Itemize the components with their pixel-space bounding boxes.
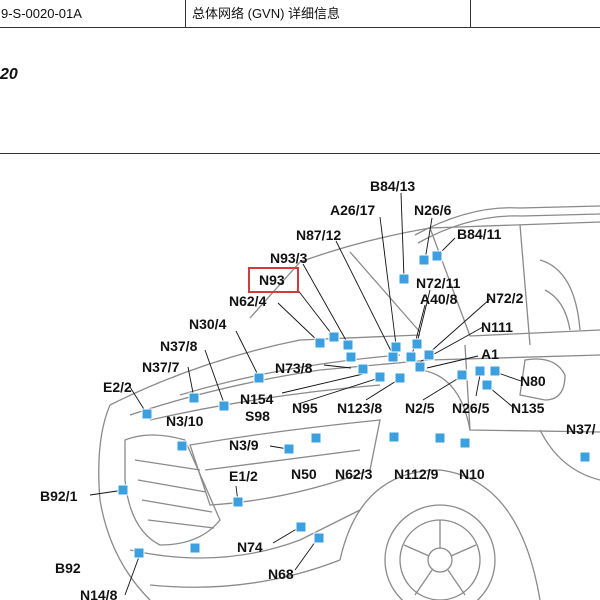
marker-n26-6 — [418, 254, 430, 266]
marker-n3-10 — [176, 440, 188, 452]
marker-n87-12 — [387, 351, 399, 363]
marker-n50 — [310, 432, 322, 444]
marker-n62-3 — [388, 431, 400, 443]
marker-n93-3 — [342, 339, 354, 351]
marker-n111 — [414, 361, 426, 373]
label-n135: N135 — [511, 400, 545, 416]
section-divider — [0, 153, 600, 154]
marker-n93 — [328, 331, 340, 343]
label-n62-4: N62/4 — [229, 293, 267, 309]
marker-n74 — [295, 521, 307, 533]
marker-a1 — [474, 365, 486, 377]
marker-n62-4 — [314, 337, 326, 349]
marker-n123-8 — [394, 372, 406, 384]
document-code: 9-S-0020-01A — [1, 6, 82, 21]
label-n80: N80 — [520, 373, 546, 389]
label-n37-8: N37/8 — [160, 338, 198, 354]
marker-e2-2 — [141, 408, 153, 420]
callout-labels: B84/13 A26/17 N26/6 B84/11 N87/12 N93/3 … — [40, 178, 596, 600]
document-header: 9-S-0020-01A 总体网络 (GVN) 详细信息 — [0, 0, 600, 28]
label-n154: N154 — [240, 391, 274, 407]
label-n72-2: N72/2 — [486, 290, 524, 306]
label-n37-7: N37/7 — [142, 359, 180, 375]
marker-n26-5 — [481, 379, 493, 391]
label-n26-6: N26/6 — [414, 202, 452, 218]
label-n68: N68 — [268, 566, 294, 582]
marker-n37-right — [579, 451, 591, 463]
label-n2-5: N2/5 — [405, 400, 435, 416]
label-n10: N10 — [459, 466, 485, 482]
marker-n112-9 — [434, 432, 446, 444]
marker-n10 — [459, 437, 471, 449]
label-n95: N95 — [292, 400, 318, 416]
label-n112-9: N112/9 — [394, 466, 439, 482]
label-a1: A1 — [481, 346, 499, 362]
header-divider — [185, 0, 186, 27]
marker-n68 — [313, 532, 325, 544]
label-n111: N111 — [481, 319, 513, 335]
marker-n154 — [357, 363, 369, 375]
document-title: 总体网络 (GVN) 详细信息 — [192, 6, 341, 21]
label-a40-8: A40/8 — [420, 291, 458, 307]
label-n93-3: N93/3 — [270, 250, 308, 266]
label-n50: N50 — [291, 466, 317, 482]
marker-n80 — [489, 365, 501, 377]
header-divider — [470, 0, 471, 27]
label-s98: S98 — [245, 408, 270, 424]
label-n37-right: N37/ — [566, 421, 596, 437]
label-b92: B92 — [55, 560, 81, 576]
marker-b92 — [133, 547, 145, 559]
label-n14-8: N14/8 — [80, 587, 118, 600]
label-n3-9: N3/9 — [229, 437, 259, 453]
label-b84-11: B84/11 — [457, 226, 502, 242]
label-b92-1: B92/1 — [40, 488, 78, 504]
highlight-box — [248, 267, 299, 293]
label-n74: N74 — [237, 539, 263, 555]
label-n123-8: N123/8 — [337, 400, 382, 416]
marker-b84-13 — [398, 273, 410, 285]
label-e2-2: E2/2 — [103, 379, 132, 395]
marker-n37-7 — [188, 392, 200, 404]
marker-e1-2 — [232, 496, 244, 508]
label-n30-4: N30/4 — [189, 316, 227, 332]
section-number: 20 — [0, 66, 18, 83]
component-markers — [117, 250, 591, 559]
marker-n3-9 — [283, 443, 295, 455]
marker-a26-17 — [390, 341, 402, 353]
label-n26-5: N26/5 — [452, 400, 490, 416]
label-n87-12: N87/12 — [296, 227, 341, 243]
label-n62-3: N62/3 — [335, 466, 373, 482]
label-e1-2: E1/2 — [229, 468, 258, 484]
marker-n73-8 — [345, 351, 357, 363]
label-n93: N93 — [259, 272, 285, 288]
marker-n2-5 — [456, 369, 468, 381]
marker-n37-8 — [218, 400, 230, 412]
label-b84-13: B84/13 — [370, 178, 415, 194]
marker-n72-11 — [411, 338, 423, 350]
marker-b92-1 — [117, 484, 129, 496]
label-n73-8: N73/8 — [275, 360, 313, 376]
marker-n30-4 — [253, 372, 265, 384]
marker-n72-2 — [423, 349, 435, 361]
marker-a40-8 — [405, 351, 417, 363]
marker-b84-11 — [431, 250, 443, 262]
label-n3-10: N3/10 — [166, 413, 204, 429]
label-n72-11: N72/11 — [416, 275, 461, 291]
label-a26-17: A26/17 — [330, 202, 375, 218]
marker-misc — [189, 542, 201, 554]
marker-n95 — [374, 371, 386, 383]
